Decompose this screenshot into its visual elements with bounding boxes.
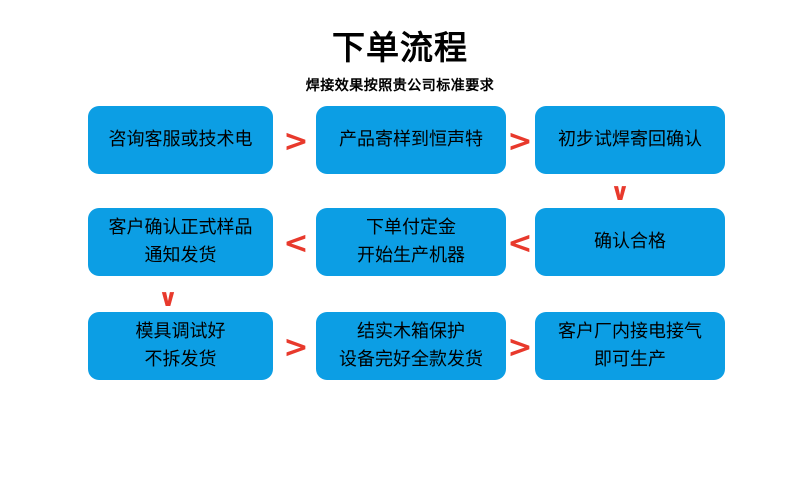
- flow-node-step-2-line-1: 产品寄样到恒声特: [339, 129, 483, 150]
- flow-node-step-4-line-1: 确认合格: [594, 231, 666, 252]
- flow-node-step-1-line-1: 咨询客服或技术电: [108, 129, 253, 150]
- flow-node-step-7[interactable]: 模具调试好 不拆发货: [88, 312, 273, 380]
- page-title: 下单流程: [332, 28, 468, 67]
- flow-node-step-8-line-2: 设备完好全款发货: [339, 349, 483, 370]
- flow-node-step-4[interactable]: 确认合格: [535, 208, 725, 276]
- arrow-down-icon-step6-step7: ∨: [158, 284, 178, 312]
- flow-node-step-9[interactable]: 客户厂内接电接气 即可生产: [535, 312, 725, 380]
- arrow-left-icon-step5-step6: <: [283, 226, 309, 261]
- flow-node-step-2[interactable]: 产品寄样到恒声特: [316, 106, 506, 174]
- flow-node-step-5-line-2: 开始生产机器: [357, 245, 465, 266]
- arrow-down-icon-step3-step4: ∨: [610, 178, 630, 206]
- flow-node-step-5[interactable]: 下单付定金 开始生产机器: [316, 208, 506, 276]
- flow-node-step-7-line-2: 不拆发货: [144, 349, 217, 370]
- arrow-right-icon-step1-step2: >: [283, 124, 309, 159]
- flow-node-step-3-line-1: 初步试焊寄回确认: [558, 129, 702, 150]
- arrow-right-icon-step8-step9: >: [507, 330, 533, 365]
- flow-node-step-9-line-2: 即可生产: [594, 349, 666, 370]
- flow-node-step-9-line-1: 客户厂内接电接气: [558, 321, 702, 342]
- flow-node-step-3[interactable]: 初步试焊寄回确认: [535, 106, 725, 174]
- flow-node-step-8-line-1: 结实木箱保护: [357, 321, 465, 342]
- arrow-left-icon-step4-step5: <: [507, 226, 533, 261]
- flow-node-step-6[interactable]: 客户确认正式样品 通知发货: [88, 208, 273, 276]
- flow-node-step-1[interactable]: 咨询客服或技术电: [88, 106, 273, 174]
- flow-node-step-7-line-1: 模具调试好: [135, 321, 226, 342]
- arrow-right-icon-step7-step8: >: [283, 330, 309, 365]
- flow-node-step-6-line-2: 通知发货: [144, 245, 217, 266]
- flow-node-step-5-line-1: 下单付定金: [366, 217, 456, 238]
- flow-node-step-8[interactable]: 结实木箱保护 设备完好全款发货: [316, 312, 506, 380]
- arrow-right-icon-step2-step3: >: [507, 124, 533, 159]
- flow-node-step-6-line-1: 客户确认正式样品: [108, 217, 253, 238]
- page-subtitle: 焊接效果按照贵公司标准要求: [305, 78, 495, 94]
